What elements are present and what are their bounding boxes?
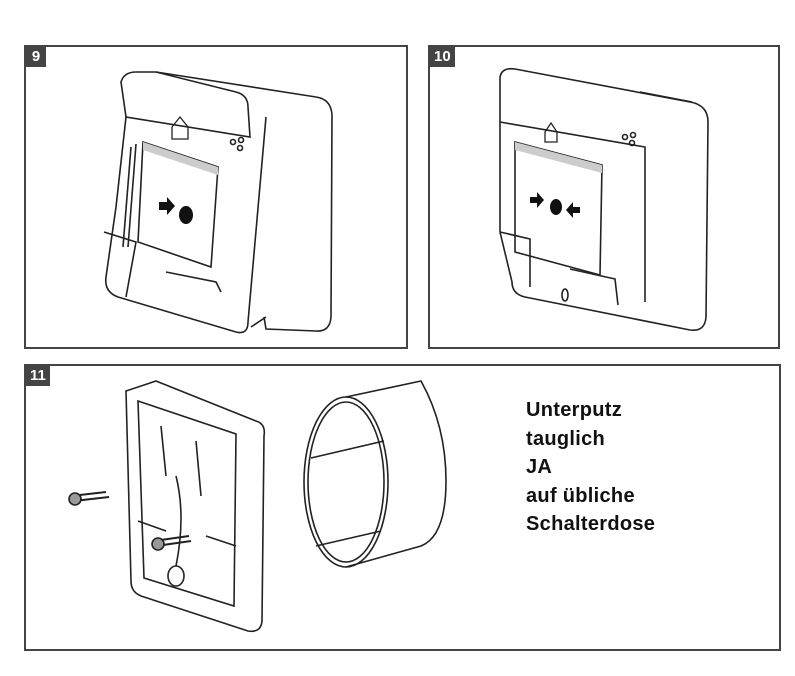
note-line: JA (526, 456, 553, 478)
call-point-closed-illustration (499, 67, 709, 332)
figure-9-panel: 9 (24, 45, 408, 349)
note-line: tauglich (526, 427, 606, 450)
note-line: auf übliche (526, 484, 635, 507)
installation-note: Unterputz tauglich JA auf übliche Schalt… (526, 396, 655, 539)
note-line: Unterputz (526, 399, 623, 421)
figure-number: 11 (26, 366, 50, 386)
call-point-opened-illustration (103, 71, 333, 334)
figure-11-panel: 11 Unterputz tauglich JA auf übliche Sch… (24, 364, 781, 651)
mounting-plate-and-box-illustration (68, 380, 447, 633)
figure-10-panel: 10 (428, 45, 780, 349)
figure-number: 10 (430, 47, 455, 67)
note-line: Schalterdose (526, 513, 656, 535)
figure-number: 9 (26, 47, 46, 67)
